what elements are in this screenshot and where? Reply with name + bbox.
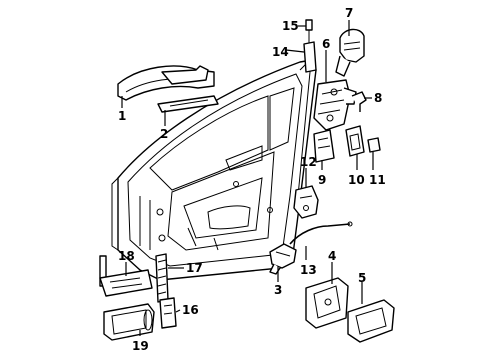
callout-19: 19	[132, 339, 149, 353]
clip-8	[351, 91, 367, 112]
bracket-16	[159, 297, 177, 329]
callout-6: 6	[322, 37, 330, 51]
outside-handle-1	[117, 65, 215, 101]
callouts: 1 2 3 4 5 6 7 8 9 10 11 12 13 14 15 16 1…	[118, 6, 386, 353]
handle-19	[103, 303, 155, 341]
callout-7: 7	[345, 6, 353, 20]
callout-8: 8	[374, 91, 382, 105]
callout-2: 2	[160, 127, 168, 141]
actuator-9	[313, 129, 335, 163]
inside-handle-bezel-5	[347, 299, 395, 343]
lock-rod-14	[303, 41, 317, 73]
callout-12: 12	[300, 155, 317, 169]
callout-4: 4	[328, 249, 336, 263]
callout-11: 11	[369, 173, 386, 187]
lock-knob-15	[305, 19, 313, 44]
inside-handle-4	[305, 277, 349, 329]
callout-5: 5	[358, 271, 366, 285]
leader-lines	[121, 20, 374, 336]
lock-cylinder-7	[335, 28, 365, 77]
callout-16: 16	[182, 303, 199, 317]
door-latch-6	[313, 79, 357, 131]
callout-15: 15	[282, 19, 299, 33]
callout-1: 1	[118, 109, 126, 123]
callout-13: 13	[300, 263, 317, 277]
lock-rod-13	[289, 221, 353, 245]
clip-11	[367, 137, 381, 153]
callout-18: 18	[118, 249, 135, 263]
lock-actuator-12	[293, 185, 319, 219]
weatherstrip-17	[155, 253, 169, 303]
callout-3: 3	[274, 283, 282, 297]
callout-14: 14	[272, 45, 289, 59]
handle-rod-2	[157, 95, 219, 113]
callout-9: 9	[318, 173, 326, 187]
lock-cylinder-housing-18	[99, 269, 153, 297]
retainer-10	[345, 125, 365, 157]
callout-17: 17	[186, 261, 203, 275]
callout-10: 10	[348, 173, 365, 187]
